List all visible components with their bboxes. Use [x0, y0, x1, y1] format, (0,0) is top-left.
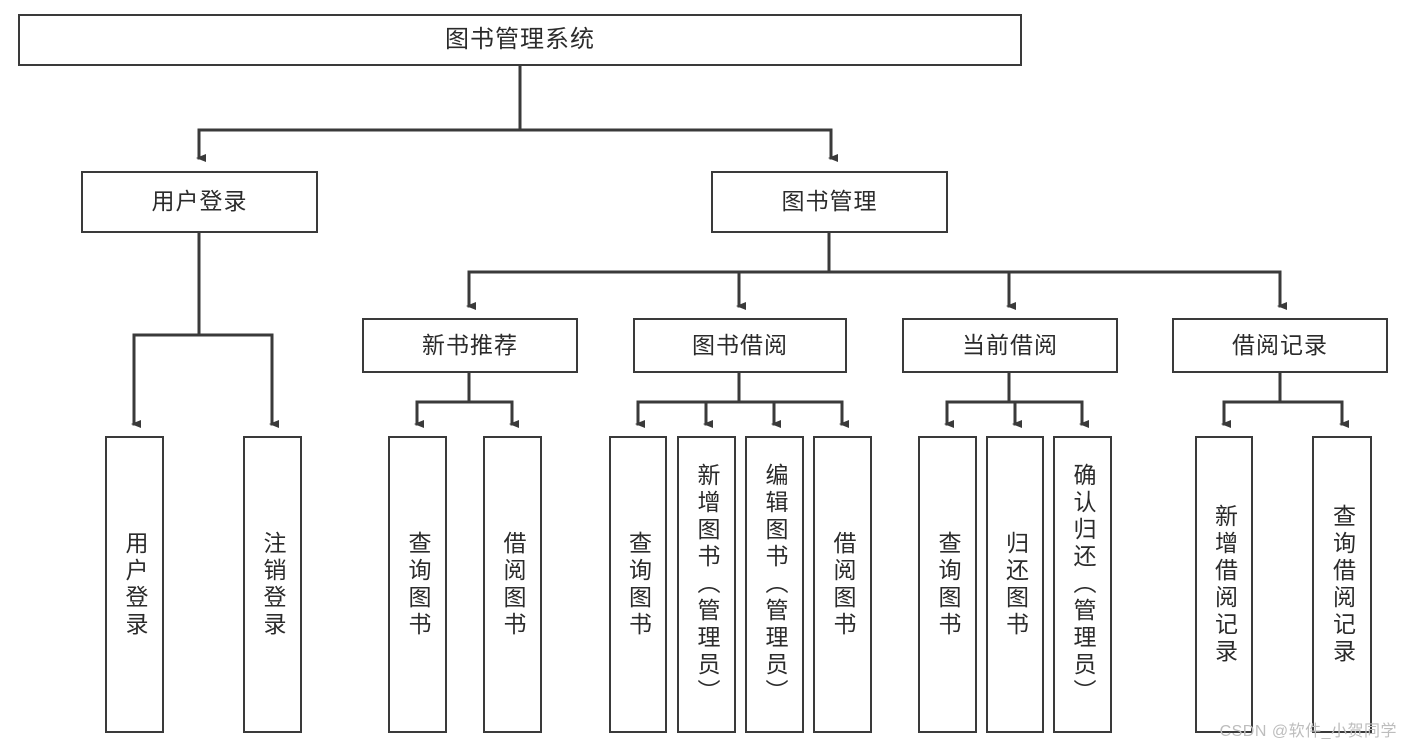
- node-user-login[interactable]: 用户登录: [81, 171, 318, 233]
- node-leaf-add-book-label: 新增图书（管理员）: [694, 463, 720, 706]
- node-leaf-borrow-book-1-label: 借阅图书: [500, 530, 526, 639]
- node-leaf-add-record[interactable]: 新增借阅记录: [1195, 436, 1253, 733]
- node-borrow-record[interactable]: 借阅记录: [1172, 318, 1388, 373]
- node-current-borrow-label: 当前借阅: [962, 331, 1058, 358]
- node-leaf-return-book[interactable]: 归还图书: [986, 436, 1044, 733]
- node-root[interactable]: 图书管理系统: [18, 14, 1022, 66]
- node-book-borrow[interactable]: 图书借阅: [633, 318, 847, 373]
- node-leaf-user-login-label: 用户登录: [122, 530, 148, 639]
- node-book-management[interactable]: 图书管理: [711, 171, 948, 233]
- node-new-book-recommend-label: 新书推荐: [422, 331, 518, 358]
- node-leaf-user-logout[interactable]: 注销登录: [243, 436, 302, 733]
- node-leaf-query-book-2[interactable]: 查询图书: [609, 436, 667, 733]
- node-leaf-query-book-3-label: 查询图书: [935, 530, 961, 639]
- node-book-borrow-label: 图书借阅: [692, 331, 788, 358]
- node-leaf-query-record-label: 查询借阅记录: [1329, 503, 1356, 666]
- watermark: CSDN @软件_小贺同学: [1219, 723, 1397, 740]
- node-leaf-add-book[interactable]: 新增图书（管理员）: [677, 436, 736, 733]
- node-leaf-user-login[interactable]: 用户登录: [105, 436, 164, 733]
- node-leaf-add-record-label: 新增借阅记录: [1211, 503, 1238, 666]
- node-leaf-borrow-book-2[interactable]: 借阅图书: [813, 436, 872, 733]
- node-leaf-edit-book[interactable]: 编辑图书（管理员）: [745, 436, 804, 733]
- node-leaf-query-record[interactable]: 查询借阅记录: [1312, 436, 1372, 733]
- node-leaf-borrow-book-2-label: 借阅图书: [830, 530, 856, 639]
- node-new-book-recommend[interactable]: 新书推荐: [362, 318, 578, 373]
- node-leaf-user-logout-label: 注销登录: [260, 530, 286, 639]
- node-leaf-query-book-1[interactable]: 查询图书: [388, 436, 447, 733]
- node-leaf-borrow-book-1[interactable]: 借阅图书: [483, 436, 542, 733]
- node-leaf-edit-book-label: 编辑图书（管理员）: [762, 463, 788, 706]
- node-current-borrow[interactable]: 当前借阅: [902, 318, 1118, 373]
- node-leaf-confirm-return-label: 确认归还（管理员）: [1070, 463, 1096, 706]
- node-user-login-label: 用户登录: [151, 188, 248, 215]
- node-root-label: 图书管理系统: [445, 25, 595, 53]
- node-leaf-return-book-label: 归还图书: [1002, 530, 1029, 639]
- node-leaf-confirm-return[interactable]: 确认归还（管理员）: [1053, 436, 1112, 733]
- node-leaf-query-book-2-label: 查询图书: [625, 530, 652, 639]
- node-book-management-label: 图书管理: [781, 188, 878, 215]
- node-borrow-record-label: 借阅记录: [1232, 331, 1328, 358]
- node-leaf-query-book-1-label: 查询图书: [405, 530, 431, 639]
- node-leaf-query-book-3[interactable]: 查询图书: [918, 436, 977, 733]
